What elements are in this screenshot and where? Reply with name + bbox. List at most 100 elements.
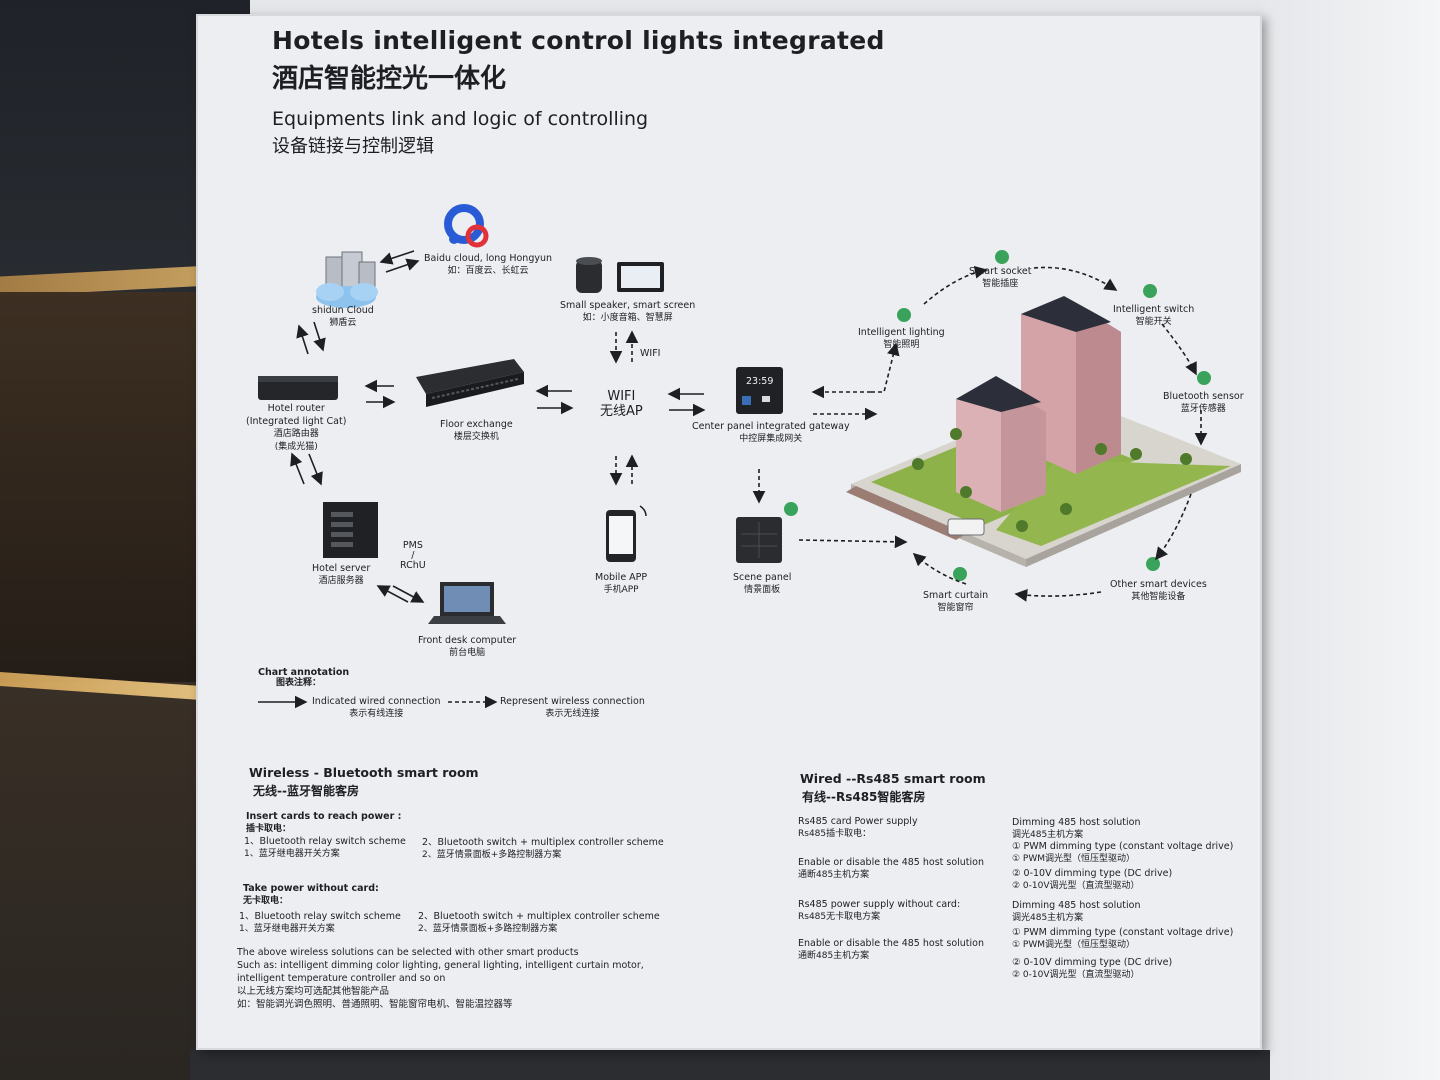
insert-option-2: 2、Bluetooth switch + multiplex controlle…	[422, 836, 664, 862]
gateway-panel-icon	[736, 367, 783, 414]
label-zh: 智能窗帘	[937, 603, 974, 613]
label-zh: 酒店路由器	[273, 429, 319, 439]
wired-section-title-zh: 有线--Rs485智能客房	[802, 790, 926, 804]
bluetooth-icon	[995, 250, 1009, 264]
label-zh: 插卡取电：	[246, 824, 292, 834]
wireless-arrows	[258, 265, 1208, 709]
label-en: Floor exchange	[440, 419, 513, 430]
label-en: Front desk computer	[418, 635, 517, 646]
poster-board: Hotels intelligent control lights integr…	[196, 14, 1262, 1050]
label-en: Scene panel	[733, 572, 792, 583]
router-label: Hotel router (Integrated light Cat) 酒店路由…	[246, 402, 346, 454]
router-icon	[258, 376, 338, 400]
take-option-1: 1、Bluetooth relay switch scheme 1、蓝牙继电器开…	[239, 910, 401, 936]
label-en: ② 0-10V dimming type (DC drive)	[1012, 868, 1173, 879]
label-en: ① PWM dimming type (constant voltage dri…	[1012, 841, 1234, 852]
main-title-en: Hotels intelligent control lights integr…	[272, 26, 885, 55]
legend-wired: Indicated wired connection 表示有线连接	[312, 695, 441, 721]
label-en: Indicated wired connection	[312, 696, 441, 707]
gateway-clock: 23:59	[746, 376, 774, 387]
label-zh: 表示有线连接	[349, 709, 404, 719]
label-zh: 狮盾云	[329, 318, 357, 328]
label-zh: 1、蓝牙继电器开关方案	[239, 924, 335, 934]
label-zh: 图表注释：	[276, 678, 322, 688]
bluetooth-icon	[897, 308, 911, 322]
label-zh: 蓝牙传感器	[1180, 404, 1226, 414]
label-zh: 酒店服务器	[318, 576, 364, 586]
mobile-phone-icon	[606, 505, 647, 562]
pms-label: PMS / RChU	[400, 541, 426, 571]
label-zh: 2、蓝牙情景面板+多路控制器方案	[418, 924, 558, 934]
label-zh: 其他智能设备	[1131, 592, 1186, 602]
bluetooth-icon	[953, 567, 967, 581]
label-en: Take power without card:	[243, 883, 379, 894]
baidu-cloud-label: Baidu cloud, long Hongyun 如：百度云、长虹云	[424, 252, 552, 278]
legend-wireless: Represent wireless connection 表示无线连接	[500, 695, 645, 721]
label-en: Other smart devices	[1110, 579, 1207, 590]
label-zh: 调光485主机方案	[1012, 913, 1084, 923]
wireless-section-title-en: Wireless - Bluetooth smart room	[249, 765, 479, 780]
main-title-zh: 酒店智能控光一体化	[272, 64, 507, 94]
label-en: Dimming 485 host solution	[1012, 900, 1141, 911]
speaker-icon	[576, 257, 602, 293]
label-en: Baidu cloud, long Hongyun	[424, 253, 553, 264]
server-icon	[323, 502, 378, 558]
smart-screen-icon	[617, 262, 664, 292]
label-zh: 调光485主机方案	[1012, 830, 1084, 840]
label-zh: ① PWM调光型（恒压型驱动）	[1012, 940, 1136, 950]
wifi-link-label: WIFI	[640, 348, 661, 359]
label-zh: 通断485主机方案	[798, 951, 870, 961]
shidun-cloud-icon	[316, 251, 378, 308]
label-en: Such as: intelligent dimming color light…	[237, 960, 644, 971]
wifi-ap-label: WIFI 无线AP	[600, 389, 643, 419]
label-zh: ② 0-10V调光型（直流型驱动）	[1012, 881, 1140, 891]
bluetooth-icon	[1143, 284, 1157, 298]
bluetooth-icon	[784, 502, 798, 516]
label-zh: 前台电脑	[449, 648, 486, 658]
bluetooth-sensor-label: Bluetooth sensor 蓝牙传感器	[1163, 390, 1244, 416]
mobile-app-label: Mobile APP 手机APP	[595, 571, 647, 597]
label-en: (Integrated light Cat)	[246, 416, 347, 427]
label-zh: ① PWM调光型（恒压型驱动）	[1012, 854, 1136, 864]
label-zh: 2、蓝牙情景面板+多路控制器方案	[422, 850, 562, 860]
front-desk-label: Front desk computer 前台电脑	[418, 634, 516, 660]
label-en: Enable or disable the 485 host solution	[798, 857, 985, 868]
label-zh: 智能开关	[1135, 317, 1172, 327]
wired-enable-disable-1: Enable or disable the 485 host solution …	[798, 856, 984, 882]
label-en: /	[411, 550, 415, 561]
label-en: ② 0-10V dimming type (DC drive)	[1012, 957, 1173, 968]
wood-panel	[0, 292, 230, 682]
floor-switch-icon	[416, 359, 524, 407]
server-label: Hotel server 酒店服务器	[312, 562, 370, 588]
take-power-heading: Take power without card: 无卡取电：	[243, 882, 379, 908]
floor-exchange-label: Floor exchange 楼层交换机	[440, 418, 513, 444]
label-zh: 如：百度云、长虹云	[447, 266, 529, 276]
label-en: Small speaker, smart screen	[560, 300, 696, 311]
connection-diagram	[258, 204, 1241, 709]
smart-socket-label: Smart socket 智能插座	[969, 265, 1031, 291]
insert-card-heading: Insert cards to reach power : 插卡取电：	[246, 810, 401, 836]
hotel-building-illustration	[846, 296, 1241, 567]
speaker-screen-label: Small speaker, smart screen 如：小度音箱、智慧屏	[560, 299, 695, 325]
floor	[190, 1050, 1270, 1080]
scene-panel-label: Scene panel 情景面板	[733, 571, 791, 597]
wired-card-power: Rs485 card Power supply Rs485插卡取电：	[798, 815, 918, 841]
label-en: shidun Cloud	[312, 305, 374, 316]
label-en: Mobile APP	[595, 572, 648, 583]
label-zh: 1、蓝牙继电器开关方案	[244, 849, 340, 859]
label-en: Rs485 card Power supply	[798, 816, 918, 827]
label-zh: 表示无线连接	[545, 709, 600, 719]
label-en: Smart socket	[969, 266, 1032, 277]
gateway-label: Center panel integrated gateway 中控屏集成网关	[692, 420, 850, 446]
label-zh: 情景面板	[744, 585, 781, 595]
label-zh: (集成光猫)	[274, 442, 318, 452]
label-zh: 如：智能调光调色照明、普通照明、智能窗帘电机、智能温控器等	[237, 999, 513, 1010]
label-zh: 无线AP	[600, 404, 643, 419]
subtitle-zh: 设备链接与控制逻辑	[272, 136, 434, 157]
label-en: Enable or disable the 485 host solution	[798, 938, 985, 949]
label-en: Intelligent switch	[1113, 304, 1195, 315]
label-en: RChU	[400, 560, 426, 571]
bluetooth-icon	[1197, 371, 1211, 385]
label-en: Intelligent lighting	[858, 327, 945, 338]
label-en: Chart annotation	[258, 667, 350, 678]
